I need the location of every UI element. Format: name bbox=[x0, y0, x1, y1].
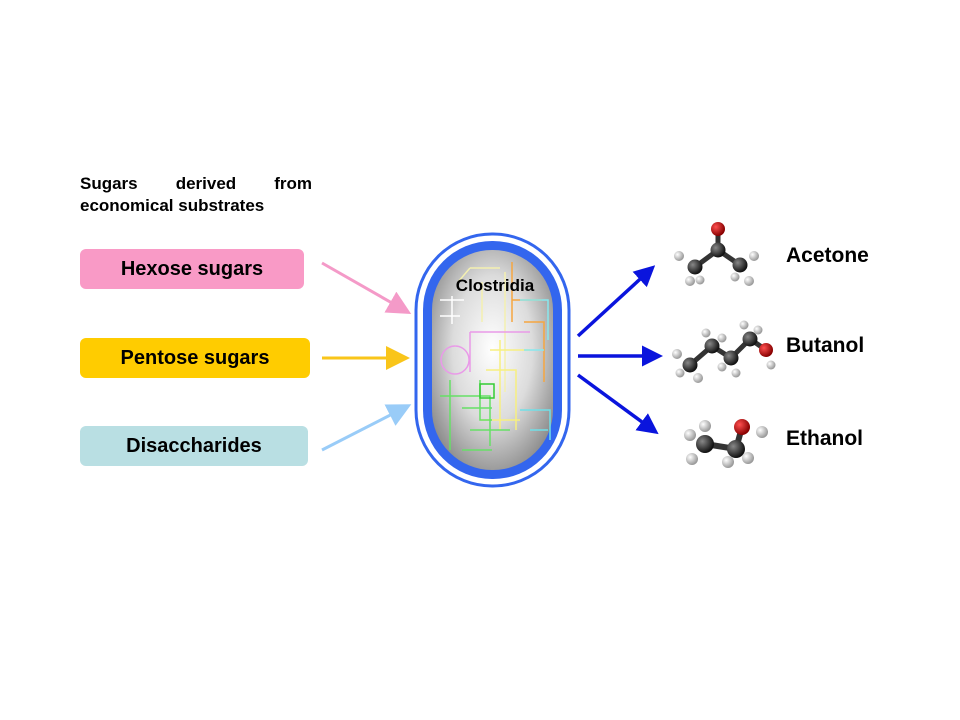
arrow-acetone bbox=[576, 265, 656, 338]
metabolic-network-icon bbox=[440, 262, 551, 451]
butanol-molecule-icon bbox=[672, 320, 776, 383]
acetone-molecule-icon bbox=[674, 222, 759, 286]
substrate-disaccharides: Disaccharides bbox=[80, 426, 308, 466]
arrow-ethanol bbox=[576, 373, 659, 435]
organism-label: Clostridia bbox=[455, 276, 535, 295]
ethanol-molecule-icon bbox=[684, 419, 768, 468]
substrate-pentose: Pentose sugars bbox=[80, 338, 310, 378]
clostridia-cell bbox=[414, 232, 571, 488]
arrow-disaccharides bbox=[321, 404, 412, 452]
product-acetone: Acetone bbox=[786, 244, 869, 267]
product-ethanol: Ethanol bbox=[786, 427, 863, 450]
intro-line-2: economical substrates bbox=[80, 196, 265, 215]
intro-text: Sugars derived from economical substrate… bbox=[80, 173, 312, 217]
intro-line-1: Sugars derived from bbox=[80, 174, 312, 193]
product-butanol: Butanol bbox=[786, 334, 865, 357]
substrate-hexose: Hexose sugars bbox=[80, 249, 304, 289]
arrow-hexose bbox=[321, 261, 412, 314]
